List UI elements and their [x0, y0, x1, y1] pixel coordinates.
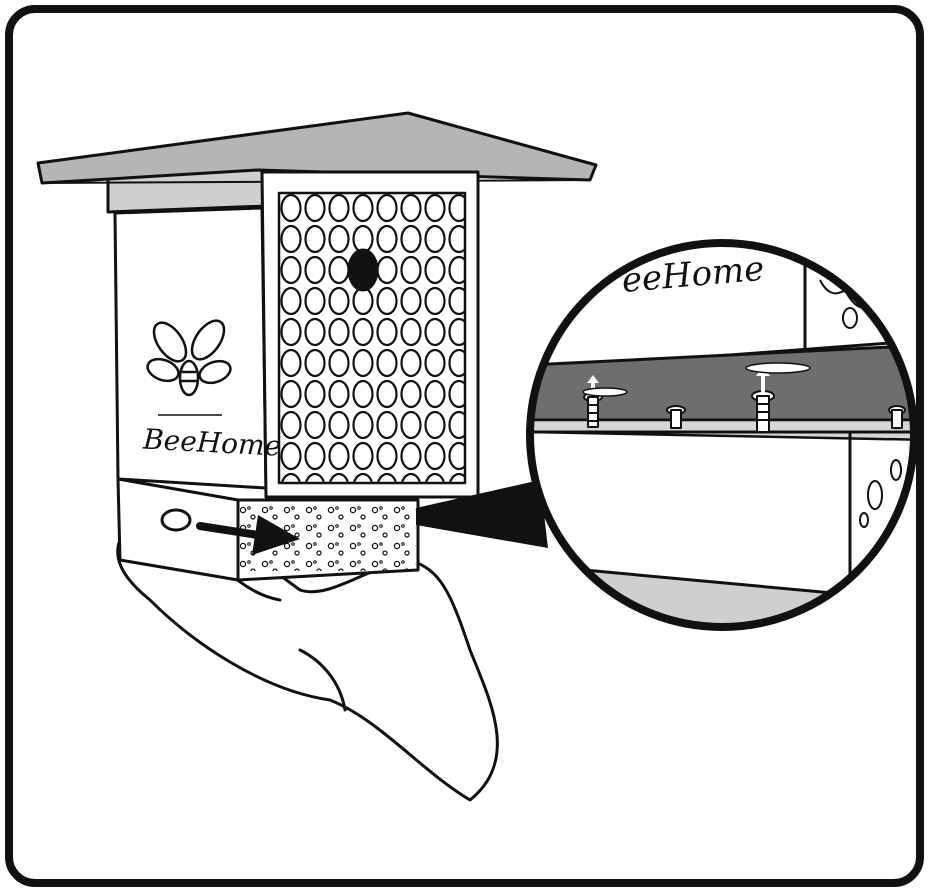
sealed-nest-hole	[349, 250, 377, 290]
grip-slot	[162, 510, 190, 530]
nesting-panel	[279, 193, 465, 483]
